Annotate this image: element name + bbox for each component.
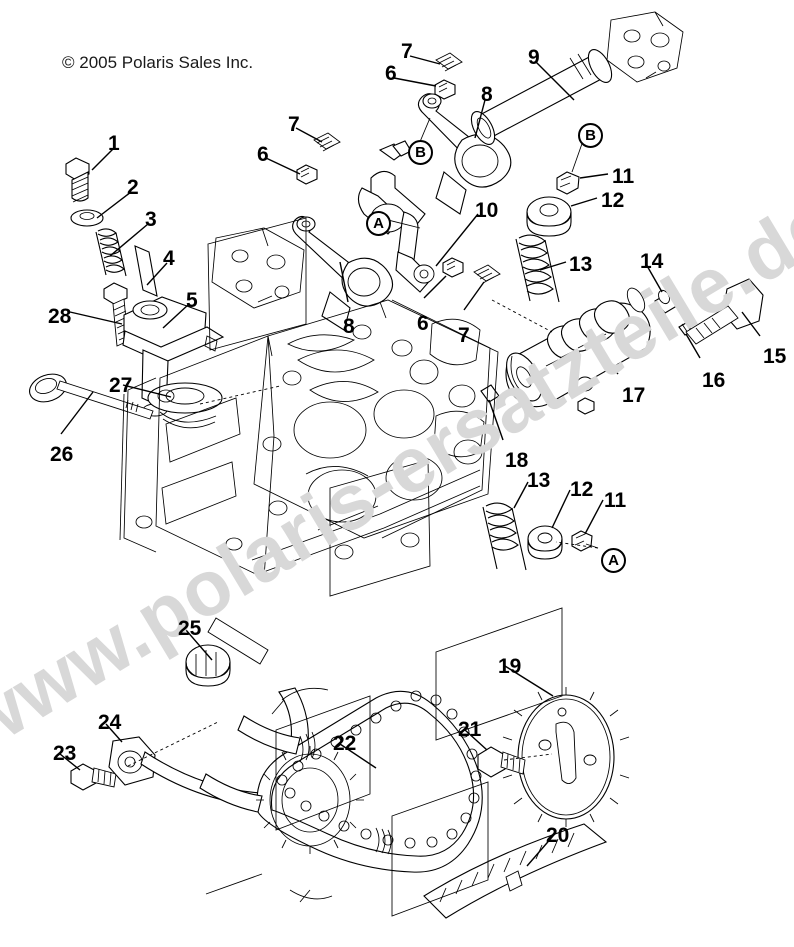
callout-8-upper: 8 [481, 83, 493, 106]
callout-18: 18 [505, 449, 529, 472]
callout-6-lower: 6 [417, 312, 429, 335]
ghost-bracket-upper-right [606, 11, 684, 83]
callout-1: 1 [108, 132, 120, 155]
callout-27: 27 [109, 374, 133, 397]
part-group-camshaft [480, 278, 764, 415]
callout-21: 21 [458, 718, 482, 741]
callout-11-upper: 11 [612, 165, 635, 188]
callout-28: 28 [48, 305, 72, 328]
circled-ref-b-left: B [408, 140, 433, 165]
callout-7-lower: 7 [458, 324, 470, 347]
callout-22: 22 [333, 732, 357, 755]
callout-2: 2 [127, 176, 139, 199]
circled-ref-b-right: B [578, 123, 603, 148]
part-group-cylinder-head [119, 299, 499, 579]
callout-26: 26 [50, 443, 74, 466]
callout-11-lower: 11 [604, 489, 627, 512]
part-group-valve-spring-lower [482, 502, 593, 571]
callout-13-upper: 13 [569, 253, 593, 276]
callout-23: 23 [53, 742, 77, 765]
ghost-bracket-mid-left [211, 227, 305, 309]
callout-3: 3 [145, 208, 157, 231]
callout-19: 19 [498, 655, 522, 678]
callout-10: 10 [475, 199, 499, 222]
part-group-cam-sprocket [477, 687, 630, 827]
callout-4: 4 [163, 247, 175, 270]
callout-8-lower: 8 [343, 315, 355, 338]
circled-ref-a-lower: A [601, 548, 626, 573]
callout-7-right: 7 [401, 40, 413, 63]
part-group-valve-spring-upper [515, 171, 580, 303]
callout-20: 20 [546, 824, 570, 847]
callout-24: 24 [98, 711, 122, 734]
callout-13-lower: 13 [527, 469, 551, 492]
part-group-rocker-shaft [470, 49, 613, 145]
callout-6-right: 6 [385, 62, 397, 85]
callout-12-upper: 12 [601, 189, 625, 212]
callout-15: 15 [763, 345, 787, 368]
callout-16: 16 [702, 369, 726, 392]
reference-boxes [205, 459, 563, 917]
callout-17: 17 [622, 384, 646, 407]
callout-6-left: 6 [257, 143, 269, 166]
leader-lines [59, 55, 761, 867]
part-group-valve [29, 373, 154, 420]
callout-7-left: 7 [288, 113, 300, 136]
circled-ref-a-upper: A [366, 211, 391, 236]
callout-25: 25 [178, 617, 202, 640]
callout-14: 14 [640, 250, 664, 273]
callout-12-lower: 12 [570, 478, 594, 501]
callout-9: 9 [528, 46, 540, 69]
callout-5: 5 [186, 289, 198, 312]
part-group-rocker-arms [292, 52, 512, 331]
copyright-notice: © 2005 Polaris Sales Inc. [62, 53, 254, 72]
